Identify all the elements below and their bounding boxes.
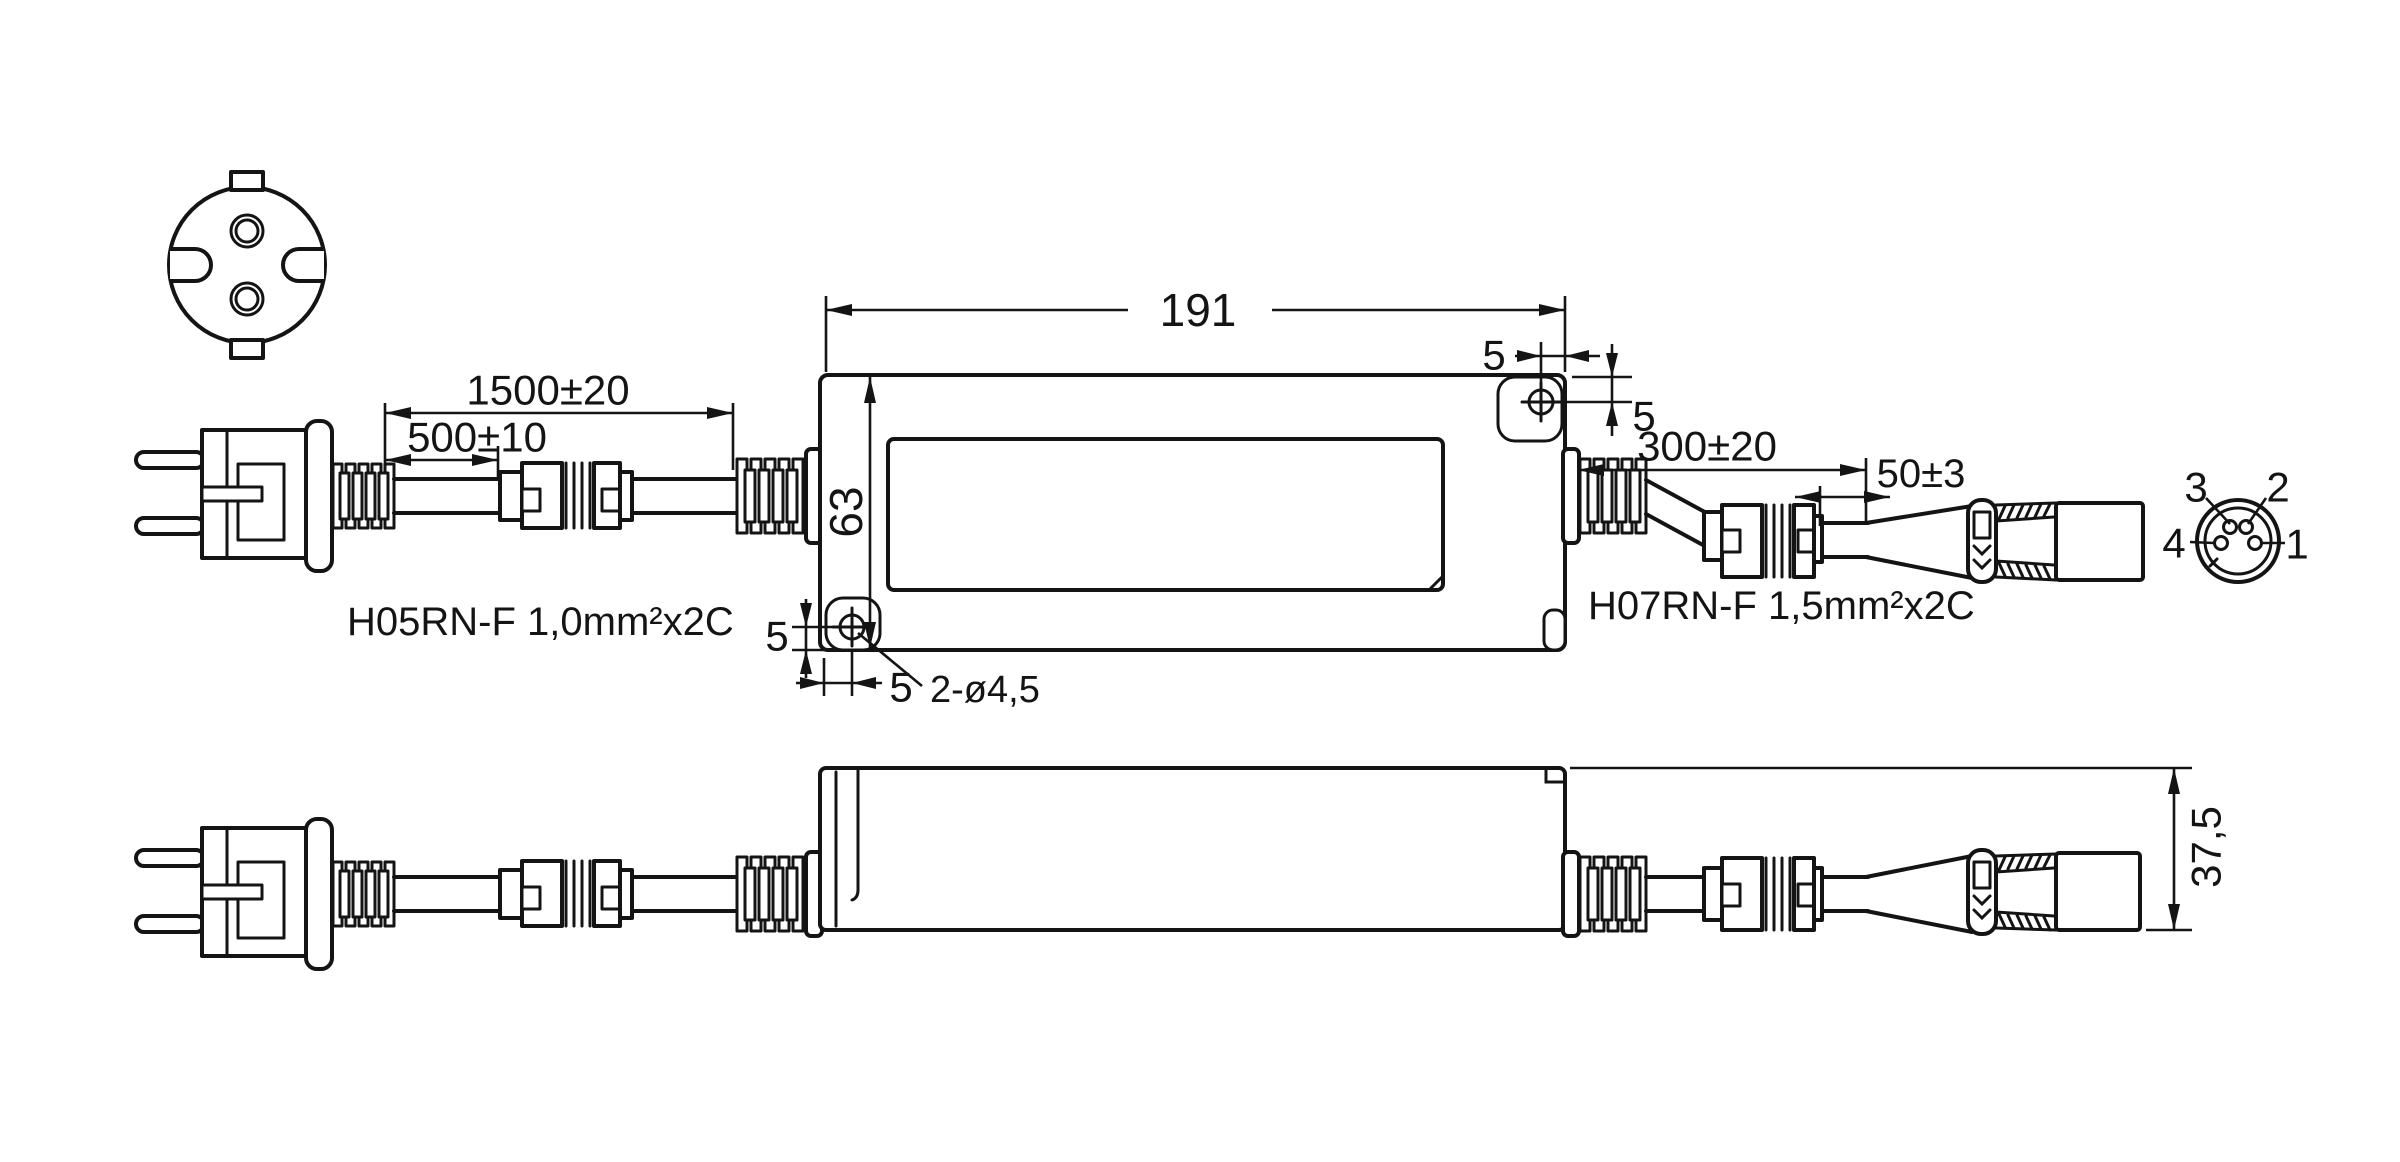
psu-body-side-view (818, 766, 1567, 932)
dim-body-width: 63 (820, 377, 876, 648)
output-inline-connector-bottom (1702, 856, 1824, 932)
svg-text:500±10: 500±10 (407, 414, 547, 461)
dim-input-cable-total: 1500±20 (383, 367, 735, 472)
svg-text:5: 5 (889, 664, 912, 711)
dim-mounting-holes: 2-ø4,5 (857, 631, 1040, 711)
input-inline-connector-top (498, 461, 634, 530)
dc-connector-pinout: 3 2 4 1 (2162, 464, 2309, 584)
dim-body-length: 191 (824, 284, 1567, 372)
psu-body-top-view (818, 373, 1567, 652)
dim-output-cable: 300±20 (1578, 423, 1868, 524)
dim-output-end-cable: 50±3 (1795, 452, 1965, 526)
pin-label-3: 3 (2184, 464, 2207, 511)
dim-input-cable-to-connector: 500±10 (385, 414, 547, 480)
svg-text:63: 63 (820, 486, 872, 537)
output-strain-relief-top (1561, 447, 1648, 545)
svg-text:300±20: 300±20 (1637, 423, 1777, 470)
bottom-cable-segment-1 (392, 875, 514, 913)
mounting-hole-bottom-left (824, 596, 882, 652)
pin-label-4: 4 (2162, 520, 2185, 567)
pin-label-2: 2 (2266, 464, 2289, 511)
output-plug-top (1820, 498, 2145, 584)
dim-hole-bottom-x: 5 (796, 652, 913, 711)
svg-text:5: 5 (1632, 393, 1655, 440)
input-strain-relief-bottom (735, 850, 824, 938)
pin-label-1: 1 (2285, 521, 2308, 568)
output-cable-spec-label: H07RN-F 1,5mm²x2C (1588, 584, 1975, 628)
body-corner-step (1542, 608, 1567, 652)
input-strain-relief-top (735, 447, 824, 545)
ac-plug-side-view-bottom (134, 817, 396, 971)
input-inline-connector-bottom (498, 859, 634, 928)
svg-text:5: 5 (1482, 332, 1505, 379)
svg-text:1500±20: 1500±20 (466, 367, 629, 414)
svg-text:50±3: 50±3 (1877, 452, 1966, 496)
output-inline-connector-top (1702, 503, 1824, 579)
label-recess (886, 437, 1445, 592)
ac-plug-side-view-top (134, 419, 396, 573)
plug-strain-relief-top (331, 462, 396, 530)
svg-text:37,5: 37,5 (2183, 806, 2230, 888)
svg-text:5: 5 (765, 613, 788, 660)
plug-strain-relief-bottom (331, 860, 396, 928)
input-cable-segment-1 (392, 477, 514, 515)
svg-text:191: 191 (1160, 284, 1237, 336)
dc-connector-body (2054, 501, 2145, 582)
bottom-cable-segment-3 (1644, 875, 1708, 913)
dim-hole-top-x: 5 (1482, 332, 1600, 390)
mounting-hole-top-right (1496, 375, 1564, 443)
dim-hole-bottom-y: 5 (765, 599, 846, 678)
output-strain-relief-bottom (1561, 850, 1648, 938)
dim-side-height: 37,5 (1570, 766, 2230, 932)
output-plug-bottom (1820, 848, 2142, 936)
input-cable-spec-label: H05RN-F 1,0mm²x2C (347, 600, 734, 644)
euro-plug-face-view (167, 170, 327, 360)
dim-hole-top-y: 5 (1556, 344, 1656, 440)
svg-text:2-ø4,5: 2-ø4,5 (930, 669, 1040, 711)
